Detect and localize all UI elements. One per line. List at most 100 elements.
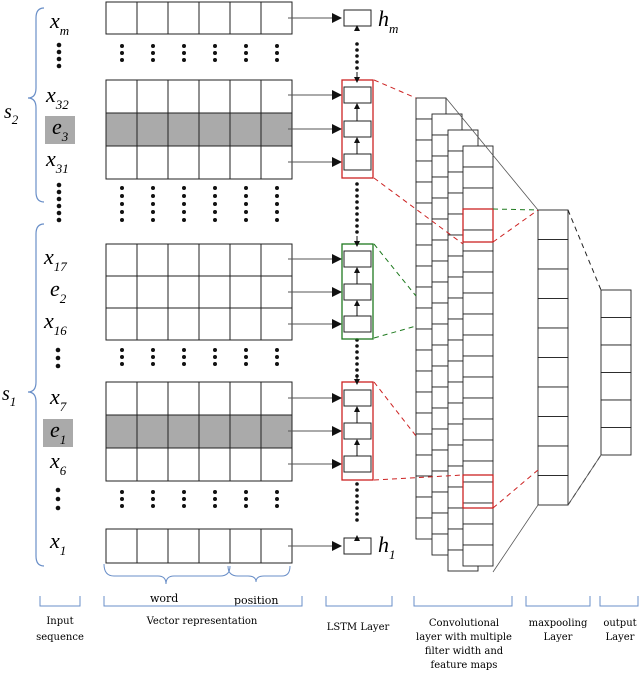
ellipsis-dot (56, 42, 62, 48)
conv-highlight-red-bottom (462, 474, 494, 509)
ellipsis-dot (355, 212, 359, 216)
vector-row-x31-cell (167, 145, 200, 180)
ellipsis-dot (355, 518, 359, 522)
ellipsis-dot (151, 51, 155, 55)
conv-layer-label-line2: layer with multiple (416, 632, 512, 643)
input-sequence-label-line2: sequence (36, 632, 84, 643)
ellipsis-dot (213, 202, 217, 206)
input-token-x6: x6 (49, 448, 67, 478)
vector-row-x7-cell (198, 381, 231, 416)
maxpool-layer-bracket (525, 596, 591, 607)
conv-feature-map-4-cell (462, 250, 494, 273)
vector-row-x1-cell (136, 528, 169, 564)
ellipsis-dot (355, 494, 359, 498)
lstm-cell (343, 86, 372, 104)
vector-row-e1-cell (167, 414, 200, 449)
ellipsis-dot (120, 210, 124, 214)
vector-row-e3-cell (105, 112, 138, 147)
ellipsis-dot (151, 58, 155, 62)
ellipsis-dot (120, 218, 124, 222)
connection-green (373, 243, 417, 297)
ellipsis-dot (151, 497, 155, 501)
ellipsis-dot (355, 200, 359, 204)
ellipsis-dot (213, 348, 217, 352)
vector-row-xm-cell (198, 1, 231, 35)
word-brace (103, 563, 231, 585)
lstm-layer-label: LSTM Layer (327, 622, 390, 633)
conv-feature-map-4-cell (462, 544, 494, 567)
connection-line (567, 454, 602, 506)
ellipsis-dot (120, 355, 124, 359)
vector-row-e3-cell (229, 112, 262, 147)
vector-row-x16-cell (198, 307, 231, 341)
maxpool-cell (537, 268, 569, 299)
ellipsis-dot (355, 500, 359, 504)
conv-layer-label-line3: filter width and (425, 646, 504, 657)
maxpool-cell (537, 239, 569, 270)
ellipsis-dot (244, 186, 248, 190)
vector-row-x6-cell (167, 447, 200, 482)
ellipsis-dot (244, 348, 248, 352)
maxpool-cell (537, 386, 569, 417)
vector-row-e1-cell (105, 414, 138, 449)
ellipsis-dot (120, 202, 124, 206)
input-sequence-column: xm x32 e3 x31 x17 e2 x16 x7 e1 x6 x1 (43, 8, 75, 558)
ellipsis-dot (244, 497, 248, 501)
ellipsis-dot (120, 51, 124, 55)
output-layer-label-line1: output (603, 618, 636, 629)
ellipsis-dot (151, 355, 155, 359)
ellipsis-dot (275, 490, 279, 494)
conv-feature-map-4-cell (462, 187, 494, 210)
vector-row-x16-cell (260, 307, 293, 341)
ellipsis-dot (213, 44, 217, 48)
connection-red (492, 469, 539, 509)
maxpool-cell (537, 357, 569, 388)
vector-row-x1-cell (198, 528, 231, 564)
input-token-x32: x32 (45, 82, 69, 112)
ellipsis-dot (56, 210, 62, 216)
ellipsis-dot (56, 189, 62, 195)
ellipsis-dot (56, 63, 62, 69)
vector-row-x1-cell (167, 528, 200, 564)
vector-row-x17-cell (105, 243, 138, 277)
ellipsis-dot (355, 362, 359, 366)
vector-row-x17-cell (136, 243, 169, 277)
ellipsis-dot (275, 44, 279, 48)
conv-feature-map-4-cell (462, 397, 494, 420)
connection-red (373, 79, 417, 99)
vector-row-xm-cell (229, 1, 262, 35)
input-token-e3: e3 (52, 114, 69, 144)
conv-feature-map-4-cell (462, 334, 494, 357)
ellipsis-dot (151, 490, 155, 494)
ellipsis-dot (213, 51, 217, 55)
conv-layer-bracket (413, 596, 513, 607)
vector-row-x7-cell (229, 381, 262, 416)
ellipsis-dot (355, 482, 359, 486)
ellipsis-dot (355, 350, 359, 354)
ellipsis-dot (355, 54, 359, 58)
output-cell (600, 289, 632, 318)
ellipsis-dot (56, 217, 62, 223)
vector-row-e1-cell (198, 414, 231, 449)
lstm-cell (343, 455, 372, 473)
input-sequence-label-line1: Input (46, 616, 73, 627)
hidden-state-hm: hm (378, 6, 398, 36)
ellipsis-dot (355, 512, 359, 516)
vector-representation-bracket (103, 596, 303, 607)
lstm-layer-bracket (325, 596, 393, 607)
ellipsis-dot (275, 210, 279, 214)
vector-row-x31-cell (136, 145, 169, 180)
segment-label-s2: s2 (4, 101, 19, 127)
ellipsis-dot (275, 504, 279, 508)
ellipsis-dot (151, 362, 155, 366)
input-sequence-bracket (39, 596, 81, 607)
ellipsis-dot (56, 203, 62, 209)
ellipsis-dot (355, 488, 359, 492)
ellipsis-dot (213, 355, 217, 359)
input-token-x1: x1 (49, 528, 66, 558)
ellipsis-dot (182, 362, 186, 366)
ellipsis-dot (213, 504, 217, 508)
bottom-labels: word position Input sequence Vector repr… (36, 563, 639, 671)
conv-highlight-red-top (462, 208, 494, 243)
ellipsis-dot (182, 51, 186, 55)
